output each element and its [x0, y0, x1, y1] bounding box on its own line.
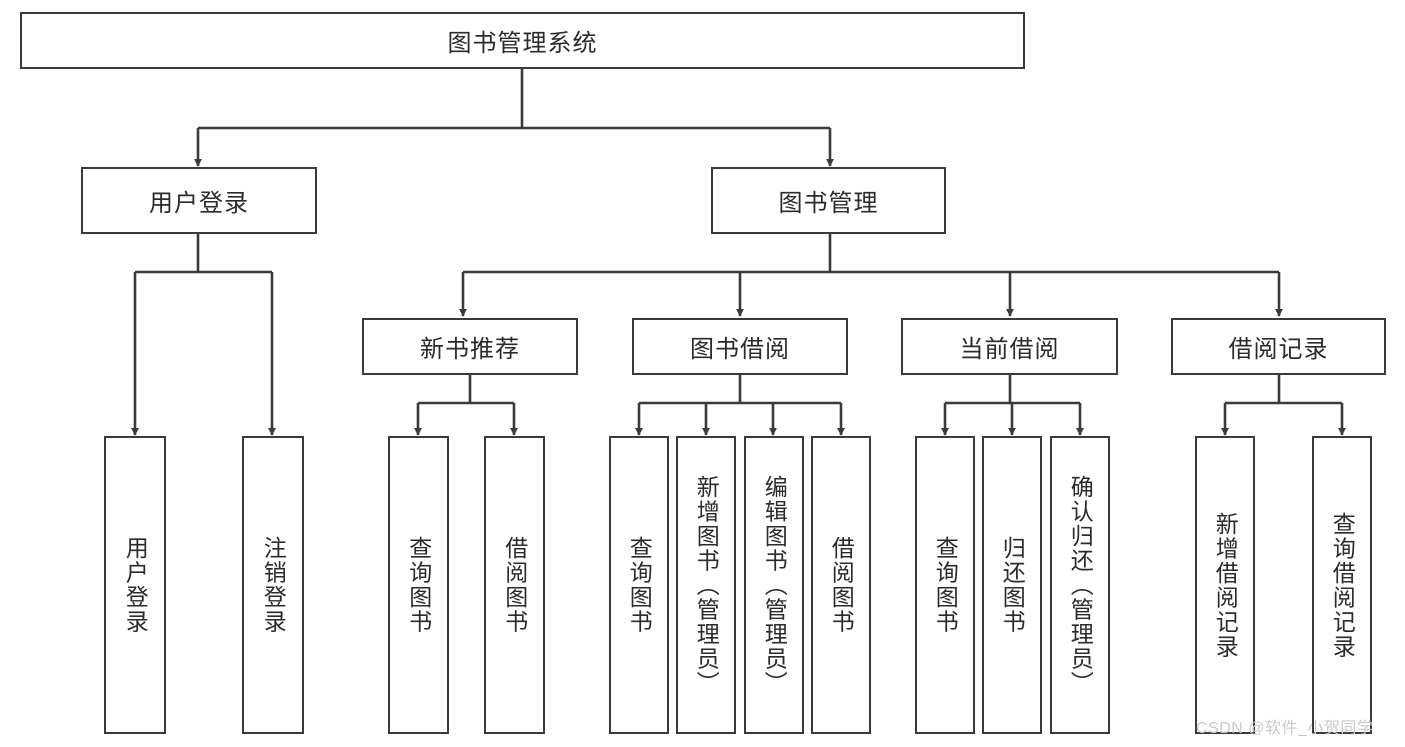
node-user-login[interactable]: 用户登录 [81, 167, 317, 234]
node-leaf-current-query-book-label: 查询图书 [932, 536, 959, 634]
node-leaf-user-login[interactable]: 用户登录 [104, 436, 166, 734]
node-borrow-record[interactable]: 借阅记录 [1171, 318, 1386, 375]
node-book-borrow[interactable]: 图书借阅 [632, 318, 848, 375]
node-new-book-recommend[interactable]: 新书推荐 [362, 318, 578, 375]
node-root-system[interactable]: 图书管理系统 [20, 12, 1025, 69]
node-leaf-confirm-return-admin-label: 确认归还（管理员） [1067, 474, 1094, 696]
node-book-borrow-label: 图书借阅 [690, 336, 790, 363]
node-leaf-current-query-book[interactable]: 查询图书 [915, 436, 975, 734]
node-book-management[interactable]: 图书管理 [711, 167, 946, 234]
node-user-login-label: 用户登录 [149, 190, 249, 217]
node-leaf-edit-book-admin[interactable]: 编辑图书（管理员） [744, 436, 804, 734]
node-leaf-return-book[interactable]: 归还图书 [982, 436, 1042, 734]
node-leaf-recommend-borrow-book[interactable]: 借阅图书 [484, 436, 545, 734]
node-leaf-return-book-label: 归还图书 [999, 536, 1026, 634]
node-leaf-add-borrow-record[interactable]: 新增借阅记录 [1195, 436, 1255, 734]
node-new-book-recommend-label: 新书推荐 [420, 336, 520, 363]
node-leaf-add-borrow-record-label: 新增借阅记录 [1212, 511, 1239, 659]
node-borrow-record-label: 借阅记录 [1228, 336, 1329, 363]
node-leaf-recommend-query-book[interactable]: 查询图书 [388, 436, 449, 734]
node-leaf-borrow-book-label: 借阅图书 [828, 536, 855, 634]
node-leaf-borrow-book[interactable]: 借阅图书 [811, 436, 871, 734]
node-leaf-user-logout[interactable]: 注销登录 [242, 436, 304, 734]
node-current-borrow-label: 当前借阅 [959, 336, 1060, 363]
node-current-borrow[interactable]: 当前借阅 [901, 318, 1118, 375]
node-leaf-recommend-query-book-label: 查询图书 [405, 536, 432, 634]
node-leaf-add-book-admin[interactable]: 新增图书（管理员） [676, 436, 736, 734]
node-leaf-query-borrow-record[interactable]: 查询借阅记录 [1312, 436, 1372, 734]
node-leaf-add-book-admin-label: 新增图书（管理员） [693, 474, 720, 696]
node-leaf-confirm-return-admin[interactable]: 确认归还（管理员） [1050, 436, 1110, 734]
node-leaf-edit-book-admin-label: 编辑图书（管理员） [761, 474, 788, 696]
watermark: CSDN @软件_小贺同学 [1196, 720, 1374, 737]
node-leaf-user-login-label: 用户登录 [122, 536, 149, 634]
node-root-system-label: 图书管理系统 [447, 30, 598, 57]
node-leaf-recommend-borrow-book-label: 借阅图书 [501, 536, 528, 634]
node-leaf-query-borrow-record-label: 查询借阅记录 [1329, 511, 1356, 659]
node-leaf-borrow-query-book-label: 查询图书 [626, 536, 653, 634]
node-leaf-user-logout-label: 注销登录 [260, 536, 287, 634]
node-leaf-borrow-query-book[interactable]: 查询图书 [609, 436, 669, 734]
node-book-management-label: 图书管理 [778, 190, 879, 217]
